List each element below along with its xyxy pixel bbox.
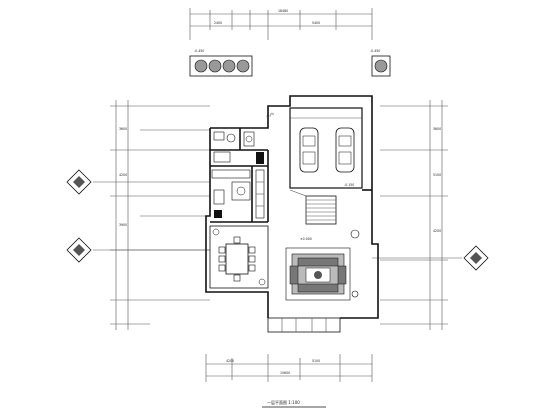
dim-top-total: 18480: [278, 9, 288, 13]
kitchen: [211, 169, 265, 219]
bathroom-fixtures: [213, 131, 264, 164]
living-room: [285, 229, 360, 301]
drawing-title: 一层平面图 1:100: [262, 399, 326, 408]
planter-row-top-left: [189, 55, 253, 77]
axis-marker-left-upper: [66, 169, 210, 195]
level-mark-garage: -0.150: [344, 183, 354, 187]
dining-room: [209, 225, 269, 289]
level-mark-top: -0.450: [194, 49, 204, 53]
axis-marker-right: [372, 245, 489, 271]
dim-top-right: 5400: [312, 21, 320, 25]
right-dimension-lines: 3600 5100 4200: [380, 100, 448, 330]
car-right-icon: [335, 127, 355, 173]
dim-left-2: 4200: [119, 173, 127, 177]
interior-walls: [210, 128, 269, 223]
dim-right-3: 4200: [433, 229, 441, 233]
dim-bottom-left: 4200: [226, 359, 234, 363]
level-mark-floor: ±0.000: [300, 237, 312, 241]
drawing-title-text: 一层平面图 1:100: [267, 399, 300, 405]
top-dimension-lines: 18480 2400 5400: [189, 8, 373, 40]
dim-right-2: 5100: [433, 173, 441, 177]
level-mark-top-right: -0.450: [370, 49, 380, 53]
car-left-icon: [299, 127, 319, 173]
entry-label: 入户: [266, 111, 274, 117]
garage: -0.150: [289, 107, 363, 189]
dim-left-3: 3900: [119, 223, 127, 227]
dim-bottom-total: 15600: [280, 371, 290, 375]
exterior-walls: [205, 95, 379, 319]
bottom-dimension-lines: 4200 5100 15600 ±0.000: [205, 237, 373, 382]
staircase: [289, 189, 337, 225]
planter-top-right: [371, 55, 391, 77]
axis-marker-left-lower: [66, 237, 210, 263]
dim-bottom-right: 5100: [312, 359, 320, 363]
dim-right-1: 3600: [433, 127, 441, 131]
dim-left-1: 3600: [119, 127, 127, 131]
front-windows: [267, 317, 341, 333]
dim-top-left: 2400: [214, 21, 222, 25]
left-dimension-lines: 3600 4200 3900: [110, 100, 210, 330]
